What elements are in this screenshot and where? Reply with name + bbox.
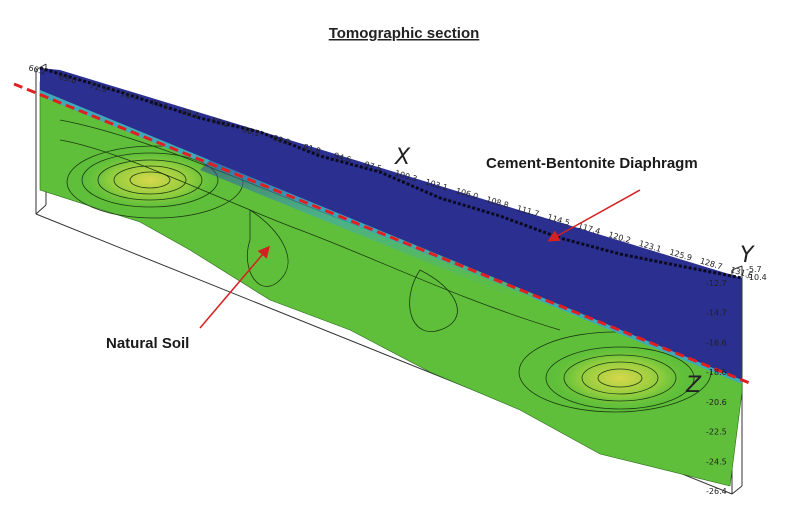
diaphragm-label: Cement-Bentonite Diaphragm bbox=[486, 155, 698, 172]
z-tick-label: -20.6 bbox=[706, 398, 727, 407]
z-tick-label: -14.7 bbox=[706, 309, 727, 318]
z-tick-label: -24.5 bbox=[706, 457, 727, 466]
diaphragm-rough-top bbox=[39, 66, 743, 280]
natural-soil-arrow bbox=[199, 245, 270, 329]
figure-title: Tomographic section bbox=[329, 25, 480, 42]
z-axis-letter: Z bbox=[685, 373, 702, 398]
z-axis-ticks: -12.7 -14.7 -16.6 -18.6 -20.6 -22.5 -24.5 -26.4 bbox=[706, 279, 727, 496]
z-tick-label: -12.7 bbox=[706, 279, 727, 288]
cement-bentonite-diaphragm-region bbox=[40, 68, 742, 380]
x-axis-letter: X bbox=[394, 145, 411, 170]
soil-anomaly-right bbox=[550, 346, 690, 410]
natural-soil-label: Natural Soil bbox=[106, 335, 189, 352]
z-tick-label: -18.6 bbox=[706, 368, 727, 377]
z-tick-label: -22.5 bbox=[706, 428, 727, 437]
diaphragm-arrow bbox=[547, 189, 641, 242]
z-tick-label: -16.6 bbox=[706, 338, 727, 347]
boundary-line bbox=[13, 82, 753, 386]
y-tick-1: -5.7 bbox=[746, 265, 762, 274]
y-axis-letter: Y bbox=[740, 243, 755, 268]
y-tick-2: -10.4 bbox=[746, 273, 767, 282]
z-tick-label: -26.4 bbox=[706, 487, 727, 496]
